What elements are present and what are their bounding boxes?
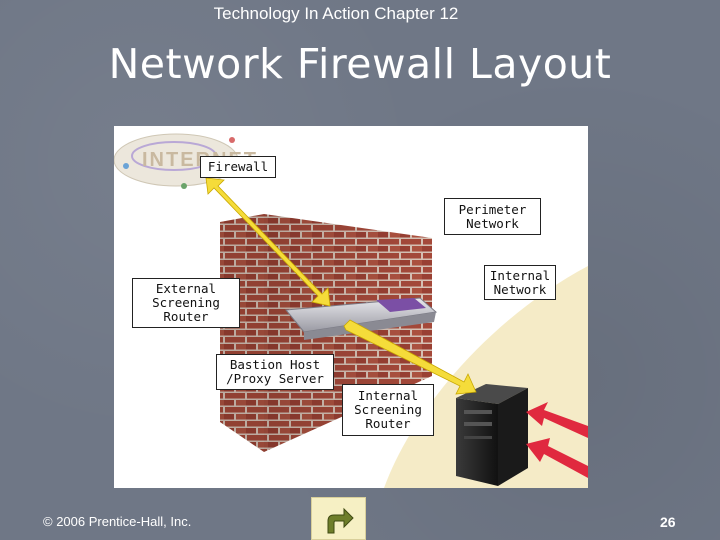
traffic-arrows	[205, 177, 477, 395]
firewall-diagram: INTERNET	[114, 126, 588, 488]
label-external-screening-router: External Screening Router	[132, 278, 240, 328]
internal-server	[456, 384, 528, 486]
firewall-wall-front	[220, 214, 264, 452]
return-button[interactable]	[311, 497, 366, 540]
chapter-header: Technology In Action Chapter 12	[213, 4, 459, 23]
return-arrow-icon	[327, 507, 354, 533]
label-perimeter-network: Perimeter Network	[444, 198, 541, 235]
label-internal-screening-router: Internal Screening Router	[342, 384, 434, 436]
incoming-red-arrows	[526, 402, 588, 478]
label-firewall: Firewall	[200, 156, 276, 178]
bastion-router-device	[285, 297, 438, 340]
page-number: 26	[660, 514, 676, 530]
internal-zone-background	[384, 266, 588, 488]
copyright-text: © 2006 Prentice-Hall, Inc.	[43, 514, 192, 529]
label-internal-network: Internal Network	[484, 265, 556, 300]
diagram-illustration: INTERNET	[114, 133, 588, 488]
label-bastion-host: Bastion Host /Proxy Server	[216, 354, 334, 390]
slide-title: Network Firewall Layout	[108, 40, 612, 88]
